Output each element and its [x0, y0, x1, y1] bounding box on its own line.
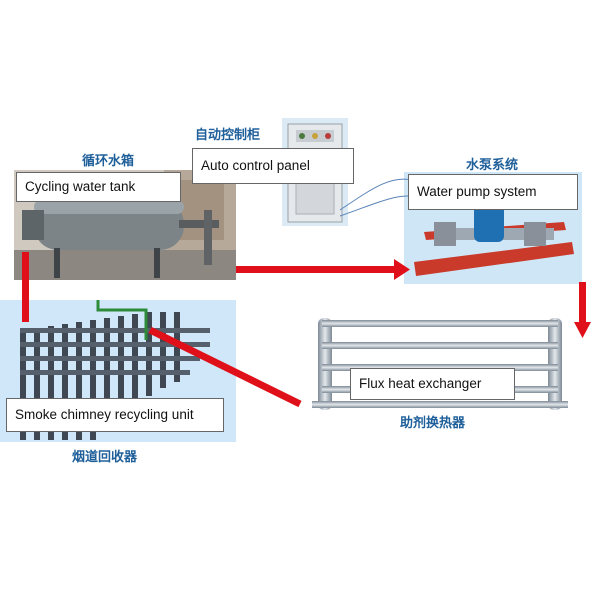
auto-control-panel-label: Auto control panel	[192, 148, 354, 184]
cycling-water-tank-photo	[14, 170, 236, 280]
flow-arrowhead-pump-to-exchanger	[574, 322, 591, 338]
flux-heat-exchanger-label: Flux heat exchanger	[350, 368, 515, 400]
smoke-chimney-recycling-unit-title-cn: 烟道回收器	[72, 450, 138, 465]
water-pump-system-label: Water pump system	[408, 174, 578, 210]
auto-control-panel-title-cn: 自动控制柜	[195, 128, 261, 143]
smoke-chimney-recycling-unit-label: Smoke chimney recycling unit	[6, 398, 224, 432]
cycling-water-tank-title-cn: 循环水箱	[82, 154, 135, 169]
water-tank-illustration	[14, 170, 236, 280]
water-pump-system-title-cn: 水泵系统	[466, 158, 519, 173]
flow-arrow-tank-to-pump	[236, 266, 396, 273]
flux-heat-exchanger-title-cn: 助剂换热器	[400, 416, 466, 431]
cycling-water-tank-label: Cycling water tank	[16, 172, 181, 202]
flow-arrow-pump-to-exchanger	[579, 282, 586, 324]
